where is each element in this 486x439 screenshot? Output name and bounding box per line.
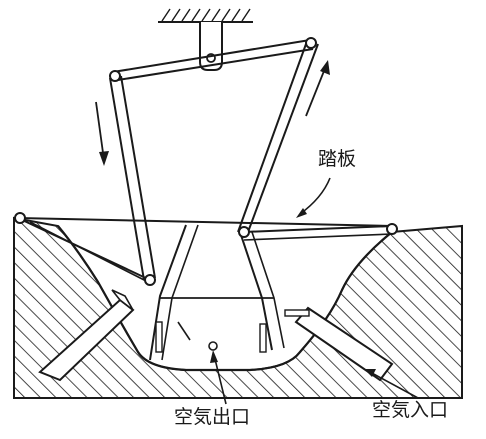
outlet-leader bbox=[210, 350, 227, 405]
down-motion-arrow bbox=[95, 101, 109, 166]
air-outlet-label: 空気出口 bbox=[174, 406, 251, 428]
ceiling-support bbox=[158, 8, 253, 23]
air-inlet-label: 空気入口 bbox=[372, 399, 449, 421]
bellows-chamber bbox=[149, 224, 285, 361]
left-connecting-rod bbox=[109, 75, 156, 281]
pedal-plate bbox=[17, 217, 393, 285]
top-lever bbox=[112, 39, 314, 81]
bellows-housing bbox=[13, 216, 463, 399]
left-valve bbox=[38, 289, 135, 382]
air-inlet-pipe bbox=[284, 306, 394, 382]
up-motion-arrow bbox=[305, 60, 330, 117]
hanger-bracket bbox=[199, 22, 223, 71]
pedal-leader bbox=[296, 177, 331, 218]
pedal-label: 踏板 bbox=[318, 148, 357, 170]
right-connecting-rod bbox=[237, 43, 319, 233]
pivot-pins bbox=[14, 37, 398, 286]
inlet-leader bbox=[364, 369, 419, 399]
